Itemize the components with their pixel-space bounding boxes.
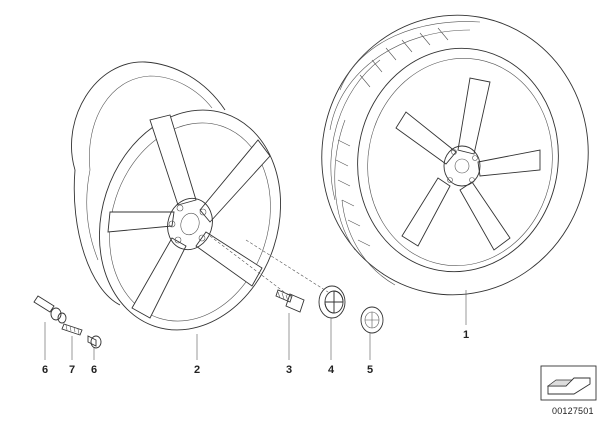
alloy-rim	[71, 61, 282, 331]
valve-parts	[61, 323, 102, 349]
document-symbol-icon	[540, 365, 597, 401]
callout-7: 7	[68, 364, 76, 376]
callout-2: 2	[193, 364, 201, 376]
callout-1: 1	[462, 329, 470, 341]
callout-4: 4	[327, 364, 335, 376]
wheel-with-tyre	[321, 14, 589, 296]
tyre-valve	[33, 295, 67, 324]
emblem	[360, 306, 384, 334]
callout-3: 3	[285, 364, 293, 376]
hub-cap	[318, 285, 346, 319]
wheel-bolt	[275, 289, 305, 313]
callout-6-left: 6	[41, 364, 49, 376]
leader-lines	[44, 235, 467, 360]
callout-6-right: 6	[90, 364, 98, 376]
document-number: 00127501	[552, 406, 594, 416]
callout-5: 5	[366, 364, 374, 376]
